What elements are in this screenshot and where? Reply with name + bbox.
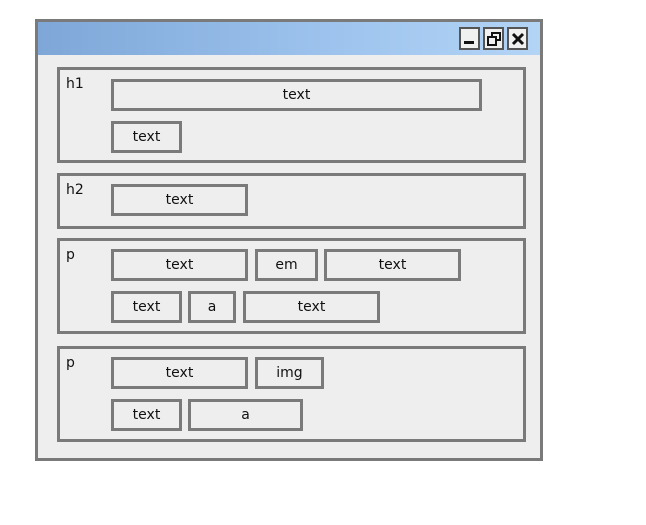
inline-box: text [243, 291, 380, 323]
inline-box: text [111, 249, 248, 281]
inline-box: text [111, 357, 248, 389]
minimize-icon [464, 41, 474, 44]
inline-box: em [255, 249, 318, 281]
inline-box: text [111, 79, 482, 111]
minimize-button[interactable] [459, 27, 480, 50]
block-p: p text img text a [57, 346, 526, 442]
block-tag: p [66, 355, 75, 371]
block-p: p text em text text a text [57, 238, 526, 334]
inline-box: text [111, 121, 182, 153]
inline-box: img [255, 357, 324, 389]
close-icon [511, 32, 524, 45]
restore-icon [486, 31, 501, 46]
block-h1: h1 text text [57, 67, 526, 163]
close-button[interactable] [507, 27, 528, 50]
restore-button[interactable] [483, 27, 504, 50]
inline-box: a [188, 399, 303, 431]
block-h2: h2 text [57, 173, 526, 229]
block-tag: h1 [66, 76, 84, 92]
block-tag: p [66, 247, 75, 263]
inline-box: text [324, 249, 461, 281]
title-bar [38, 22, 540, 55]
inline-box: text [111, 291, 182, 323]
inline-box: a [188, 291, 236, 323]
inline-box: text [111, 184, 248, 216]
browser-window: h1 text text h2 text p text em text text… [35, 19, 543, 461]
inline-box: text [111, 399, 182, 431]
block-tag: h2 [66, 182, 84, 198]
